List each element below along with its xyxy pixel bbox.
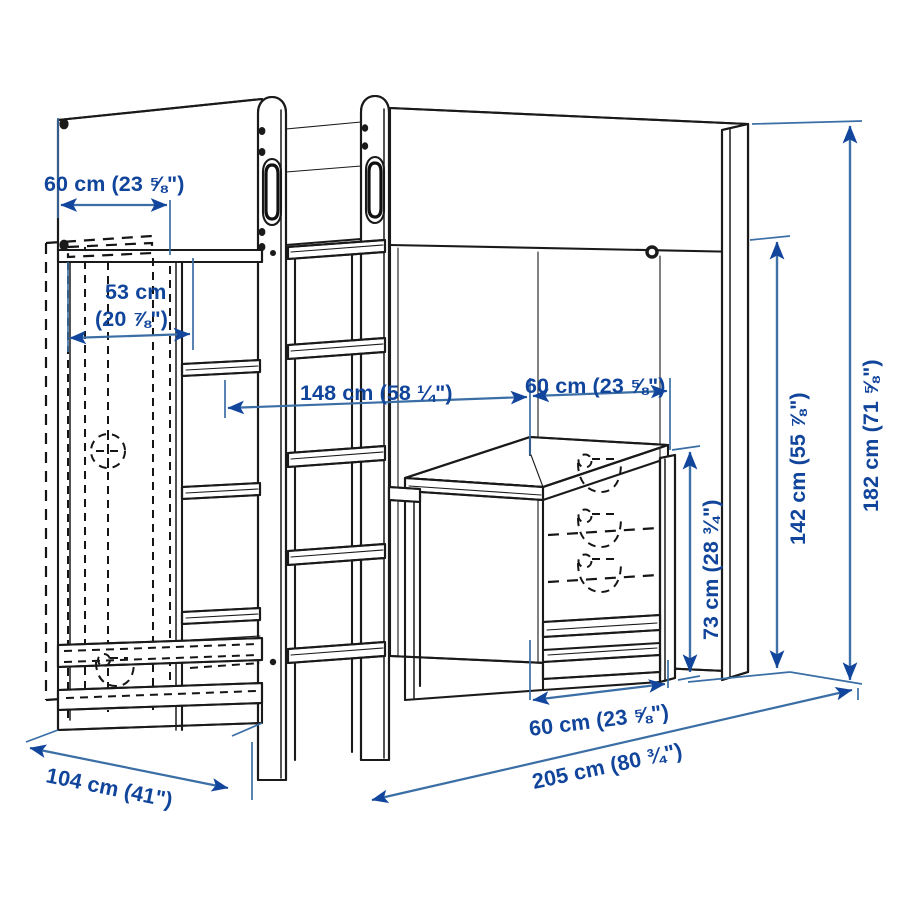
- desk-unit: [387, 435, 677, 702]
- dim-label-desk-height: 73 cm (28 ¾"): [699, 499, 723, 640]
- furniture-linework: [44, 94, 750, 782]
- dim-label-desk-width: 60 cm (23 ⅝"): [525, 374, 666, 398]
- drawer-handle-hidden-left: [95, 653, 135, 688]
- dim-total-height: 182 cm (71 ⅝"): [751, 120, 883, 685]
- dim-desk-width: 60 cm (23 ⅝"): [525, 374, 671, 450]
- ladder-frame: [284, 121, 363, 762]
- dim-label-wardrobe-top-width: 60 cm (23 ⅝"): [44, 172, 185, 196]
- dim-desk-height: 73 cm (28 ¾"): [671, 445, 723, 681]
- dim-total-length: 205 cm (80 ¾"): [251, 686, 859, 804]
- drawer-handle-1: [577, 453, 622, 494]
- dim-label-wardrobe-inner-1: 53 cm: [105, 280, 166, 304]
- dim-label-desk-depth: 60 cm (23 ⅝"): [528, 700, 670, 741]
- ladder-post-left: [256, 95, 288, 782]
- dim-label-total-height: 182 cm (71 ⅝"): [859, 359, 883, 512]
- dim-wardrobe-inner-width: 53 cm (20 ⅞"): [67, 258, 194, 352]
- drawer-handle-2: [577, 508, 622, 549]
- ladder-post-right: [359, 94, 391, 762]
- dim-wardrobe-top-width: 60 cm (23 ⅝"): [44, 118, 185, 255]
- wardrobe-drawer: [56, 636, 264, 688]
- bed-right-end-panel: [720, 122, 750, 682]
- dim-label-wardrobe-inner-2: (20 ⅞"): [95, 307, 168, 331]
- dim-under-bed-height: 142 cm (55 ⅞"): [687, 235, 810, 683]
- dim-label-depth: 104 cm (41"): [44, 763, 175, 812]
- dim-label-under-bed-height: 142 cm (55 ⅞"): [786, 392, 810, 545]
- hanger-rail-detail: [90, 432, 126, 470]
- dim-label-bed-length: 148 cm (58 ¼"): [300, 381, 453, 405]
- dim-depth: 104 cm (41"): [25, 722, 263, 813]
- drawer-handle-3: [577, 553, 622, 594]
- dim-bed-length: 148 cm (58 ¼"): [224, 378, 531, 455]
- ladder-rungs: [286, 238, 387, 665]
